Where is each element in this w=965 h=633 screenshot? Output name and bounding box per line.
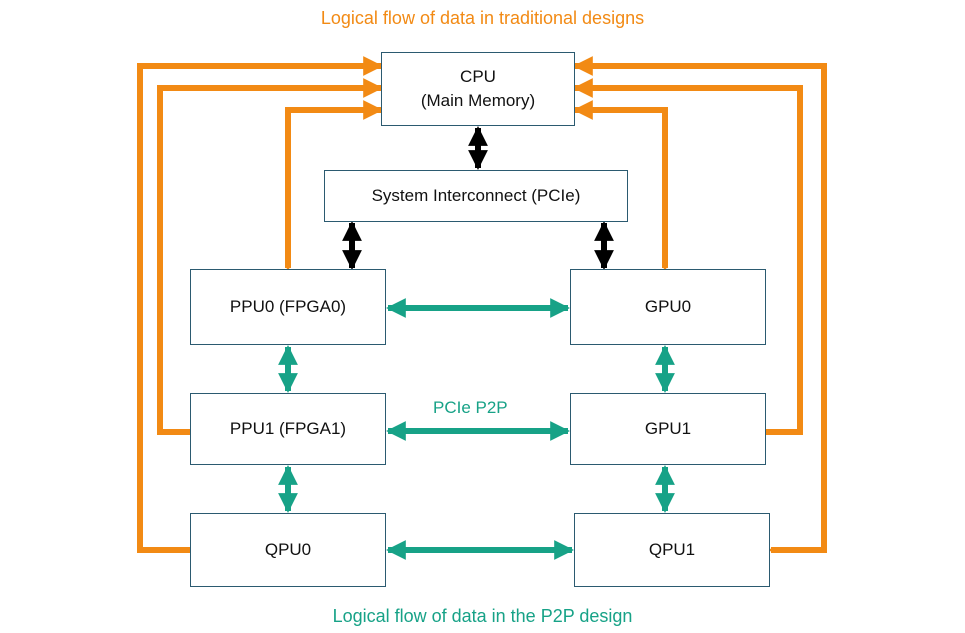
ppu1-box: PPU1 (FPGA1) <box>190 393 386 465</box>
system-interconnect-box: System Interconnect (PCIe) <box>324 170 628 222</box>
traditional-flow-caption: Logical flow of data in traditional desi… <box>320 8 645 28</box>
traditional-path-ppu1 <box>157 78 383 442</box>
p2p-flow-caption: Logical flow of data in the P2P design <box>332 606 633 626</box>
cpu-box: CPU (Main Memory) <box>381 52 575 126</box>
gpu1-box: GPU1 <box>570 393 766 465</box>
gpu0-label: GPU0 <box>644 297 692 316</box>
traditional-path-ppu0 <box>278 100 383 286</box>
qpu1-box: QPU1 <box>574 513 770 587</box>
ppu0-label: PPU0 (FPGA0) <box>229 297 347 316</box>
traditional-path-gpu1 <box>573 78 803 442</box>
traditional-path-qpu0 <box>137 56 383 560</box>
system-interconnect-label: System Interconnect (PCIe) <box>371 186 581 205</box>
qpu0-label: QPU0 <box>264 540 312 559</box>
gpu1-label: GPU1 <box>644 419 692 438</box>
pcie-p2p-label: PCIe P2P <box>433 398 508 417</box>
ppu1-label: PPU1 (FPGA1) <box>229 419 347 438</box>
traditional-path-gpu0 <box>573 100 675 286</box>
gpu0-box: GPU0 <box>570 269 766 345</box>
qpu1-label: QPU1 <box>648 540 696 559</box>
ppu0-box: PPU0 (FPGA0) <box>190 269 386 345</box>
qpu0-box: QPU0 <box>190 513 386 587</box>
cpu-sublabel: (Main Memory) <box>420 91 536 110</box>
traditional-path-qpu1 <box>573 56 827 560</box>
cpu-label: CPU <box>460 67 496 86</box>
